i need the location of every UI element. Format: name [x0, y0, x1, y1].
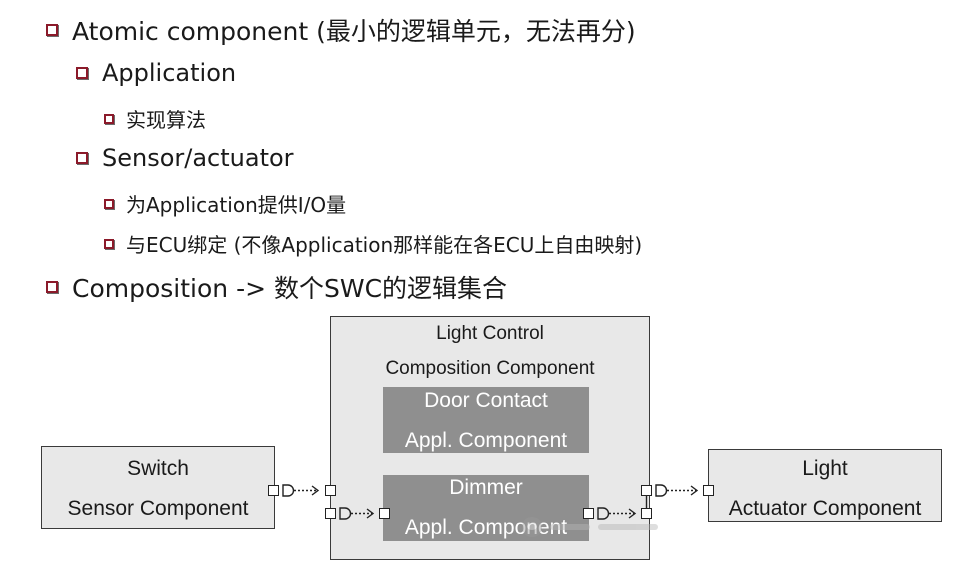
bullet-sensor-actuator: Sensor/actuator — [76, 144, 294, 172]
composition-out-port-lower — [641, 508, 652, 519]
watermark — [522, 516, 672, 538]
composition-title: Light Control — [436, 323, 544, 344]
provider-port-icon — [282, 484, 295, 497]
bullet-atomic-component: Atomic component (最小的逻辑单元，无法再分) — [46, 12, 636, 48]
bullet-text: 为Application提供I/O量 — [126, 193, 347, 217]
bullet-square-icon — [76, 152, 88, 164]
watermark-logo-icon — [522, 517, 542, 537]
bullet-square-icon — [46, 24, 58, 36]
bullet-sa-detail-1: 为Application提供I/O量 — [104, 189, 346, 218]
bullet-text: Atomic component (最小的逻辑单元，无法再分) — [72, 17, 636, 46]
dimmer-subtitle: Appl. Component — [404, 516, 568, 539]
bullet-text: Composition -> 数个SWC的逻辑集合 — [72, 274, 508, 303]
bullet-square-icon — [104, 238, 114, 249]
switch-subtitle: Sensor Component — [67, 497, 249, 520]
watermark-bar — [550, 524, 590, 530]
composition-subtitle: Composition Component — [385, 358, 595, 379]
bullet-app-detail: 实现算法 — [104, 104, 206, 133]
light-actuator-component: Light Actuator Component — [708, 449, 942, 522]
bullet-sa-detail-2: 与ECU绑定 (不像Application那样能在各ECU上自由映射) — [104, 229, 642, 258]
bullet-application: Application — [76, 59, 236, 87]
provider-port-icon — [655, 484, 668, 497]
bullet-text: Application — [102, 59, 237, 87]
bullet-composition: Composition -> 数个SWC的逻辑集合 — [46, 269, 507, 305]
bullet-text: 与ECU绑定 (不像Application那样能在各ECU上自由映射) — [126, 233, 643, 257]
dimmer-out-port — [583, 508, 594, 519]
dimmer-in-port — [379, 508, 390, 519]
switch-title: Switch — [127, 457, 189, 480]
bullet-square-icon — [46, 281, 58, 293]
door-contact-component: Door Contact Appl. Component — [383, 387, 589, 453]
door-contact-subtitle: Appl. Component — [404, 429, 568, 452]
dimmer-title: Dimmer — [449, 476, 523, 499]
switch-sensor-component: Switch Sensor Component — [41, 446, 275, 529]
light-in-port — [703, 485, 714, 496]
switch-out-port — [268, 485, 279, 496]
dimmer-component: Dimmer Appl. Component — [383, 475, 589, 541]
composition-in-port — [325, 485, 336, 496]
watermark-bar — [598, 524, 658, 530]
bullet-square-icon — [104, 198, 114, 209]
composition-out-port-upper — [641, 485, 652, 496]
bullet-text: 实现算法 — [126, 108, 206, 132]
light-subtitle: Actuator Component — [728, 497, 922, 520]
bullet-text: Sensor/actuator — [102, 144, 294, 172]
bullet-square-icon — [76, 67, 88, 79]
door-contact-title: Door Contact — [424, 389, 548, 412]
light-title: Light — [802, 457, 848, 480]
bullet-square-icon — [104, 113, 114, 124]
composition-delegation-port — [325, 508, 336, 519]
